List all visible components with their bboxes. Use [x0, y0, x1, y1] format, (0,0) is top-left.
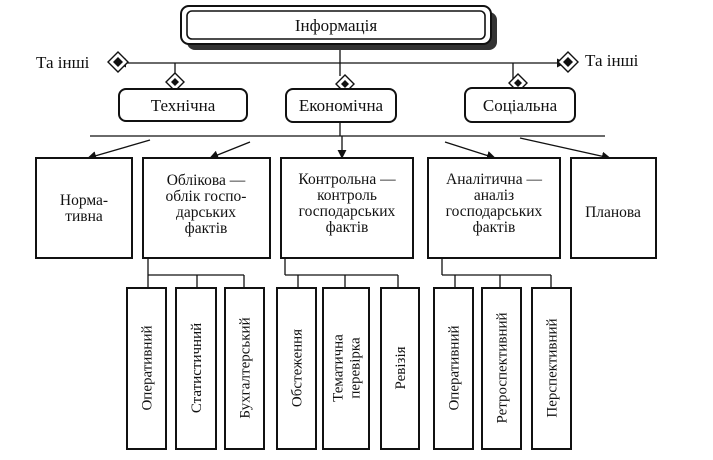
- type-accounting-line: облік госпо-: [166, 188, 247, 205]
- sub-analytical-2-label: Перспективний: [545, 318, 561, 417]
- sub-analytical-prospective-box: [531, 287, 572, 450]
- sub-control-line: Обстеження: [290, 329, 306, 407]
- sub-analytical-line: Оперативний: [447, 325, 463, 410]
- sub-accounting-line: Статистичний: [189, 323, 205, 413]
- sub-accounting-line: Бухгалтерський: [238, 317, 254, 418]
- type-planning-label: Планова: [585, 204, 641, 221]
- category-technical: Технічна: [118, 88, 248, 122]
- type-analytical-line: фактів: [473, 219, 516, 236]
- type-planning-line: Планова: [585, 204, 641, 221]
- side-label-right: Та інші: [585, 51, 639, 70]
- category-economic-label: Економічна: [299, 96, 384, 115]
- sub-accounting-0-label: Оперативний: [140, 325, 156, 410]
- type-control-line: фактів: [326, 219, 369, 236]
- type-analytical-box: [427, 157, 561, 259]
- sub-analytical-retrospective-box: [481, 287, 522, 450]
- sub-control-0-label: Обстеження: [290, 329, 306, 407]
- root-node: Інформація: [180, 5, 497, 50]
- economic-type-labels: Норма-тивна Облікова —облік госпо-дарськи…: [60, 171, 641, 237]
- arrow-to-normative: [87, 139, 151, 161]
- type-planning-box: [570, 157, 657, 259]
- type-analytical-line: Аналітична —: [446, 171, 542, 188]
- type-control-line: контроль: [317, 187, 377, 204]
- type-normative-line: тивна: [65, 208, 103, 225]
- sub-control-1-label: Тематичнаперевірка: [331, 334, 364, 402]
- sub-accounting-1-label: Статистичний: [189, 323, 205, 413]
- sub-accounting-operational-box: [126, 287, 167, 450]
- category-social-label: Соціальна: [483, 96, 558, 115]
- side-label-left: Та інші: [36, 53, 90, 72]
- sub-accounting-statistical-box: [175, 287, 217, 450]
- subtype-labels: Оперативний Статистичний Бухгалтерський Обс…: [140, 312, 561, 423]
- type-control-line: господарських: [299, 203, 396, 220]
- sub-analytical-line: Перспективний: [545, 318, 561, 417]
- type-control-box: [280, 157, 414, 259]
- sub-analytical-0-label: Оперативний: [447, 325, 463, 410]
- sub-accounting-2-label: Бухгалтерський: [238, 317, 254, 418]
- root-title: Інформація: [295, 16, 378, 35]
- category-economic: Економічна: [285, 88, 397, 123]
- sub-analytical-1-label: Ретроспективний: [495, 312, 511, 423]
- sub-accounting-line: Оперативний: [140, 325, 156, 410]
- sub-analytical-operational-box: [433, 287, 474, 450]
- category-technical-label: Технічна: [151, 96, 216, 115]
- sub-control-line: перевірка: [348, 337, 364, 399]
- sub-control-line: Ревізія: [393, 346, 409, 389]
- diamond-right: [557, 51, 579, 73]
- type-accounting-line: Облікова —: [167, 172, 246, 189]
- category-social: Соціальна: [464, 87, 576, 123]
- sub-control-line: Тематична: [331, 334, 347, 402]
- type-normative-box: [35, 157, 133, 259]
- sub-control-thematic-box: [322, 287, 370, 450]
- type-accounting-line: дарських: [176, 204, 236, 221]
- type-accounting-line: фактів: [185, 220, 228, 237]
- type-analytical-line: господарських: [446, 203, 543, 220]
- sub-control-2-label: Ревізія: [393, 346, 409, 389]
- type-normative-label: Норма-тивна: [60, 192, 108, 225]
- type-control-line: Контрольна —: [298, 171, 396, 188]
- sub-analytical-line: Ретроспективний: [495, 312, 511, 423]
- arrow-to-analytical: [444, 141, 496, 160]
- type-normative-line: Норма-: [60, 192, 108, 209]
- sub-control-audit-box: [380, 287, 420, 450]
- diamond-left: [107, 51, 129, 73]
- type-analytical-line: аналіз: [474, 187, 514, 204]
- arrow-to-accounting: [209, 141, 251, 160]
- sub-accounting-bookkeeping-box: [224, 287, 265, 450]
- sub-control-inspection-box: [276, 287, 317, 450]
- type-accounting-box: [142, 157, 271, 259]
- arrow-to-planning: [519, 137, 611, 161]
